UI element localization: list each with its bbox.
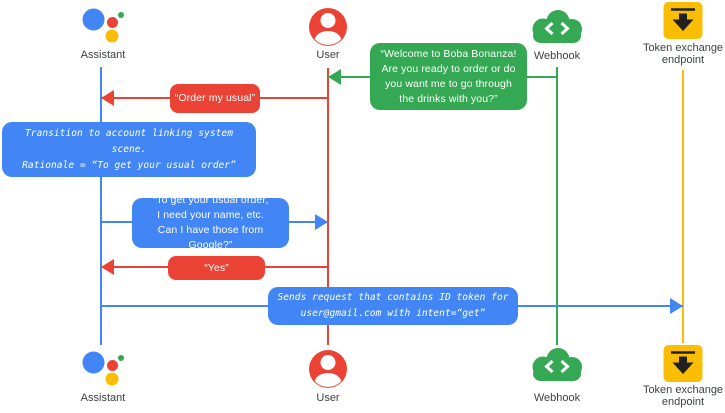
message-order-my-usual: “Order my usual”: [170, 84, 260, 113]
user-icon: [308, 7, 348, 47]
user-label-bottom: User: [316, 392, 340, 404]
need-your-name-arrowhead-icon: [315, 214, 328, 230]
user-label-top: User: [316, 49, 340, 61]
yes-arrowhead-icon: [101, 259, 114, 275]
token-exchange-endpoint-icon: [663, 1, 703, 40]
webhook-label-top: Webhook: [533, 50, 581, 62]
message-welcome: “Welcome to Boba Bonanza! Are you ready …: [370, 43, 527, 110]
assistant-lifeline: [100, 67, 102, 345]
token-endpoint-label-bottom: Token exchange endpoint: [642, 384, 724, 408]
google-assistant-icon: [78, 345, 126, 389]
user-icon: [308, 349, 348, 389]
assistant-label-bottom: Assistant: [80, 392, 126, 404]
message-yes: “Yes”: [168, 256, 265, 280]
token-exchange-endpoint-icon: [663, 344, 703, 383]
assistant-label-top: Assistant: [80, 49, 126, 61]
webhook-label-bottom: Webhook: [533, 392, 581, 404]
webhook-cloud-icon: [529, 346, 585, 382]
welcome-arrowhead-icon: [328, 69, 341, 85]
note-transition-account-linking: Transition to account linking system sce…: [2, 122, 256, 177]
webhook-cloud-icon: [529, 8, 585, 44]
message-need-your-name: “To get your usual order, I need your na…: [132, 194, 289, 251]
webhook-lifeline: [556, 67, 558, 345]
token-endpoint-lifeline: [682, 70, 684, 343]
google-assistant-icon: [78, 2, 126, 46]
message-sends-request: Sends request that contains ID token for…: [268, 287, 518, 325]
user-lifeline: [327, 68, 329, 345]
order-my-usual-arrowhead-icon: [101, 90, 114, 106]
sends-request-arrowhead-icon: [670, 298, 683, 314]
token-endpoint-label-top: Token exchange endpoint: [642, 42, 724, 66]
